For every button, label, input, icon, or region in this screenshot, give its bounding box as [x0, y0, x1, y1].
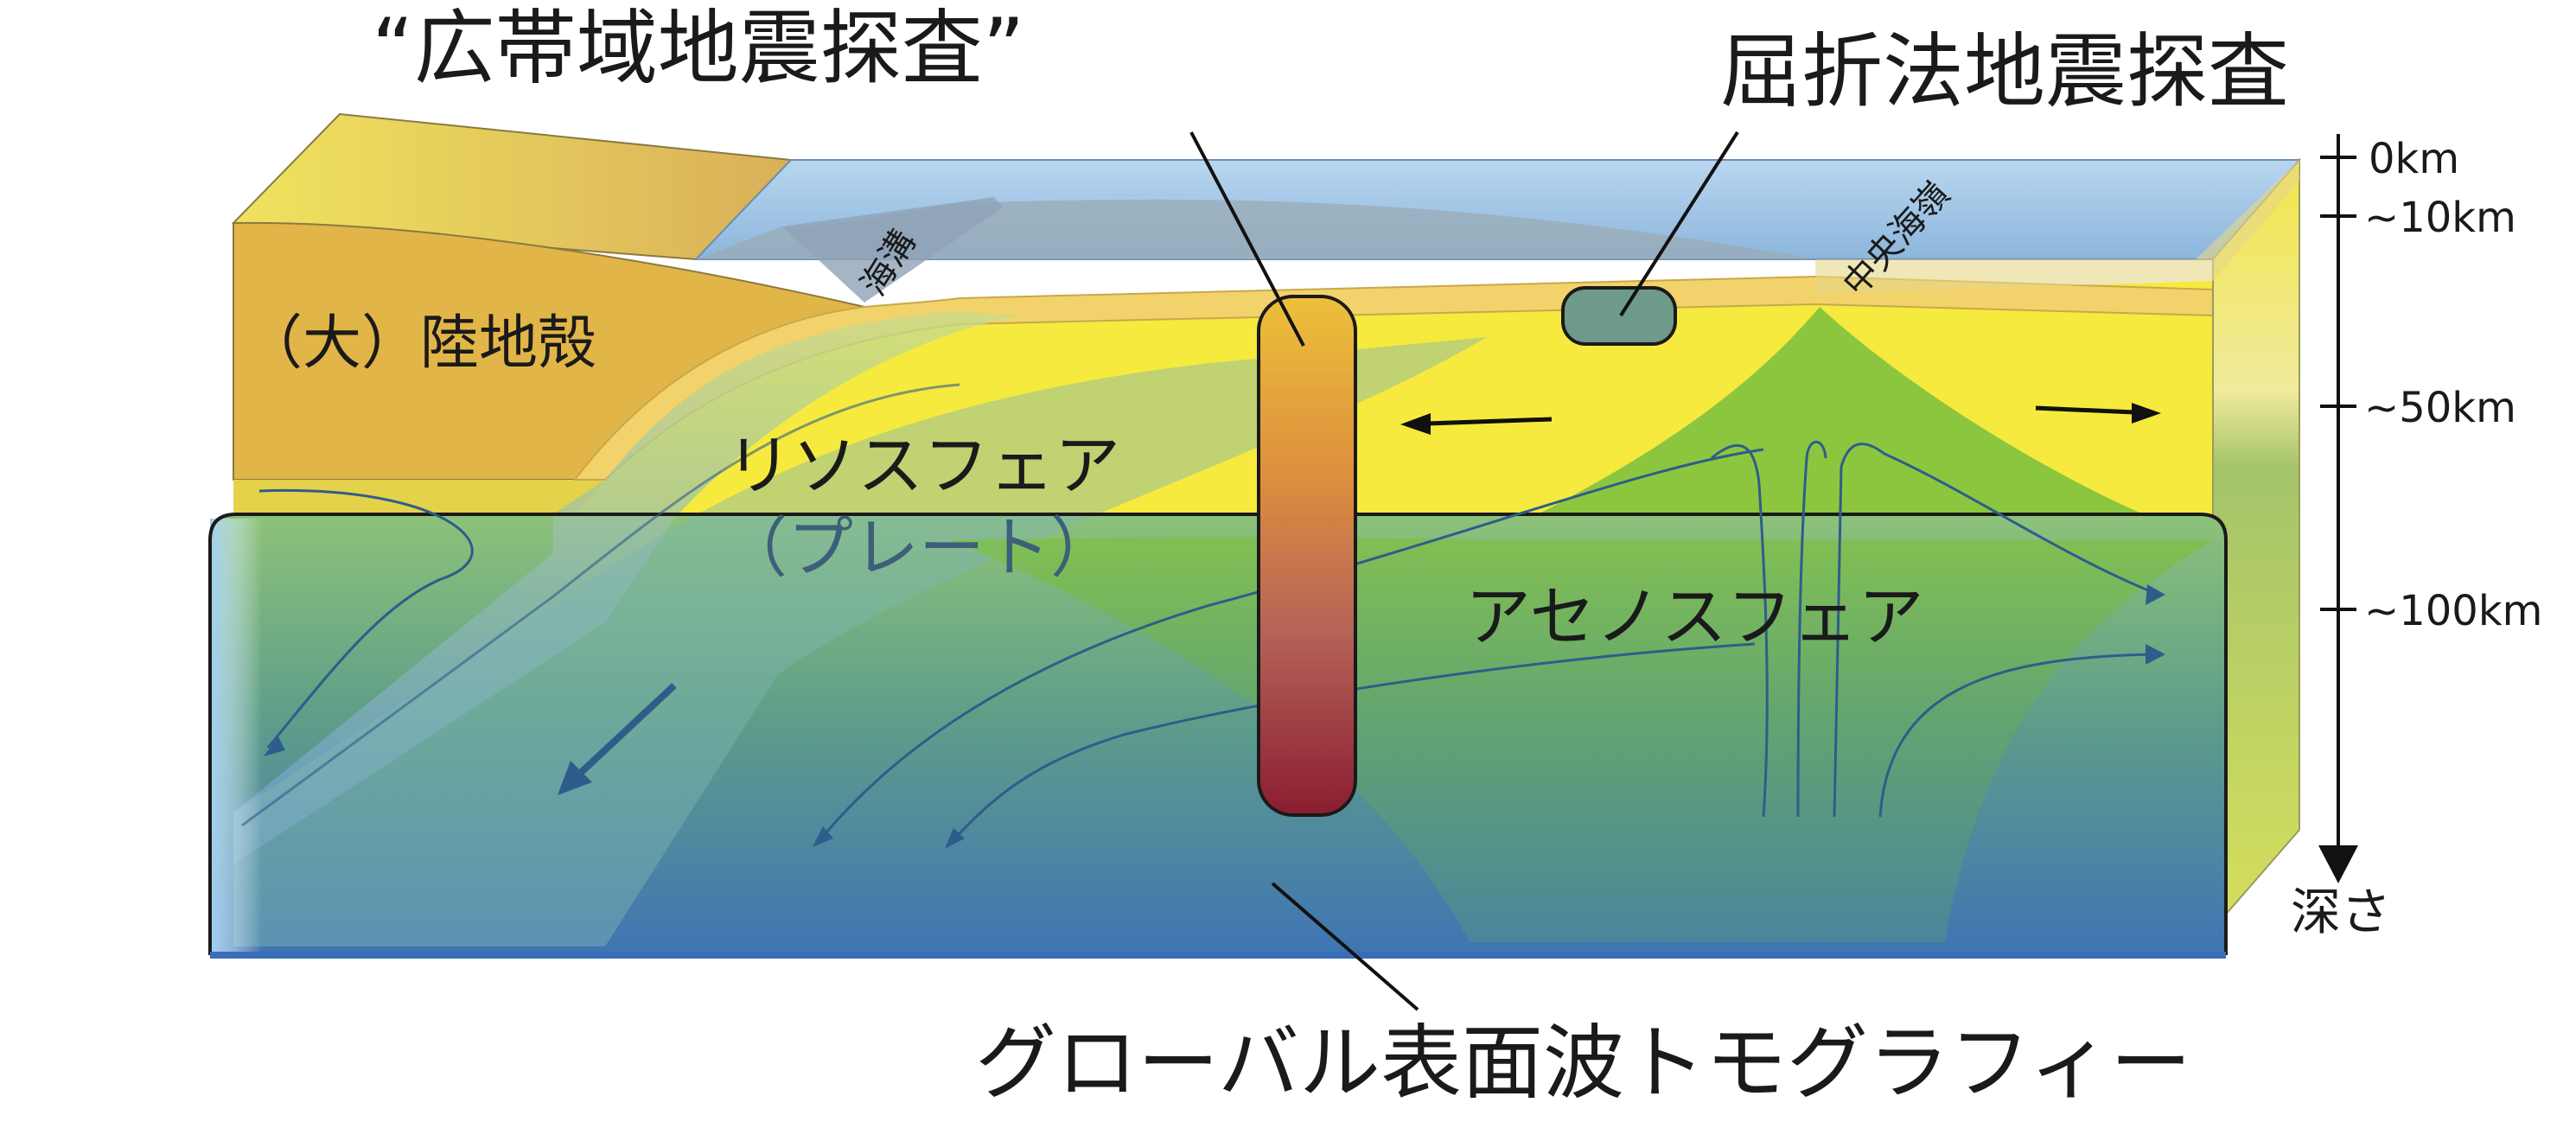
- flow-line-left-rise: [1711, 443, 1769, 818]
- label-lithosphere: リソスフェア: [726, 427, 1120, 504]
- plate-motion-arrow-left: [1400, 413, 1553, 435]
- trench-wall: [782, 197, 1003, 303]
- ridge-top-face: [1815, 160, 2299, 294]
- title-surface-wave-tomography: グローバル表面波トモグラフィー: [975, 1016, 2191, 1111]
- flow-line-right-deep: [1878, 653, 2158, 818]
- tick-label-100km: ~100km: [2364, 587, 2542, 635]
- subducting-slab: [233, 311, 1020, 864]
- leader-broadband: [1189, 131, 1305, 347]
- depth-axis: 0km ~10km ~50km ~100km 深さ: [2291, 134, 2542, 941]
- slab-boundary-upper: [241, 383, 960, 827]
- depth-axis-label: 深さ: [2291, 883, 2391, 941]
- tick-label-50km: ~50km: [2364, 384, 2516, 432]
- arrowhead-right-deep: [2146, 644, 2165, 665]
- arrowhead-slab-down: [813, 826, 833, 847]
- slab-lower: [233, 337, 1487, 946]
- title-refraction-survey: 屈折法地震探査: [1720, 25, 2289, 119]
- mantle-upwelling: [1487, 307, 2213, 540]
- depth-axis-arrowhead: [2318, 845, 2358, 883]
- flow-lines: [258, 440, 2158, 844]
- leader-tomography: [1271, 882, 1419, 1011]
- leader-refraction: [1619, 131, 1739, 317]
- flow-line-center-right: [1833, 443, 2153, 818]
- plate-motion-arrow-right: [2035, 403, 2161, 424]
- arrowhead-right: [2146, 584, 2165, 605]
- flow-line-corner: [258, 488, 474, 749]
- tick-label-10km: ~10km: [2364, 194, 2516, 242]
- flow-line-deep: [949, 642, 1756, 844]
- arrowhead-corner: [264, 736, 285, 756]
- flow-line-center-left: [1796, 440, 1827, 818]
- label-plate: （プレート）: [722, 509, 1116, 586]
- slab-sink-arrow: [558, 683, 677, 795]
- refraction-survey-probe: [1561, 286, 1677, 346]
- arrowhead-deep: [945, 828, 965, 849]
- title-broadband-survey: “広帯域地震探査”: [372, 2, 1024, 96]
- tick-label-0km: 0km: [2369, 135, 2459, 183]
- broadband-survey-probe: [1257, 295, 1357, 817]
- asthenosphere-region: [208, 311, 2228, 959]
- flow-arrowheads: [264, 584, 2165, 849]
- flow-line-slab-down: [819, 448, 1764, 839]
- label-asthenosphere: アセノスフェア: [1465, 578, 1923, 655]
- label-continental-crust: （大）陸地殻: [244, 309, 596, 378]
